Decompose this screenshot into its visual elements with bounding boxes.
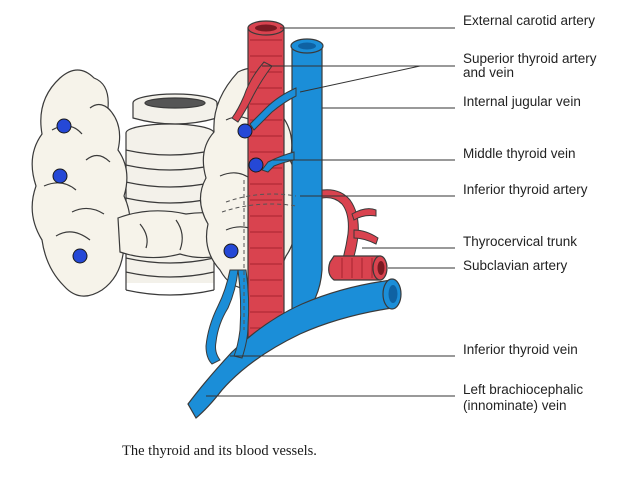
label-superior-thyroid-vein: and vein <box>463 65 514 80</box>
label-middle-thyroid-vein: Middle thyroid vein <box>463 146 576 161</box>
brachiocephalic-vein <box>187 278 402 419</box>
marker-5[interactable] <box>248 157 264 173</box>
internal-jugular-vein <box>290 38 324 323</box>
middle-thyroid-vein <box>261 151 295 173</box>
marker-3[interactable] <box>72 248 88 264</box>
figure-caption: The thyroid and its blood vessels. <box>122 443 317 459</box>
leader-lines <box>206 27 455 397</box>
superior-thyroid-vein <box>249 87 297 131</box>
marker-1[interactable] <box>56 118 72 134</box>
label-inferior-thyroid-artery: Inferior thyroid artery <box>463 182 588 197</box>
label-internal-jugular-vein: Internal jugular vein <box>463 94 581 109</box>
markers <box>52 118 264 264</box>
label-inferior-thyroid-vein: Inferior thyroid vein <box>463 342 578 357</box>
superior-thyroid-artery <box>231 61 273 123</box>
subclavian-artery <box>328 255 388 281</box>
marker-2[interactable] <box>52 168 68 184</box>
label-external-carotid-artery: External carotid artery <box>463 13 595 28</box>
inferior-thyroid-artery <box>321 189 379 263</box>
marker-4[interactable] <box>237 123 253 139</box>
inferior-thyroid-vein <box>205 269 250 365</box>
deep-vessel-outlines <box>221 180 297 330</box>
trachea <box>125 93 218 296</box>
marker-6[interactable] <box>223 243 239 259</box>
label-innominate-vein: (innominate) vein <box>463 398 567 413</box>
label-subclavian-artery: Subclavian artery <box>463 258 568 273</box>
label-superior-thyroid-artery: Superior thyroid artery <box>463 51 597 66</box>
label-left-brachiocephalic: Left brachiocephalic <box>463 382 583 397</box>
labels: External carotid artery Superior thyroid… <box>463 13 597 413</box>
label-thyrocervical-trunk: Thyrocervical trunk <box>463 234 577 249</box>
